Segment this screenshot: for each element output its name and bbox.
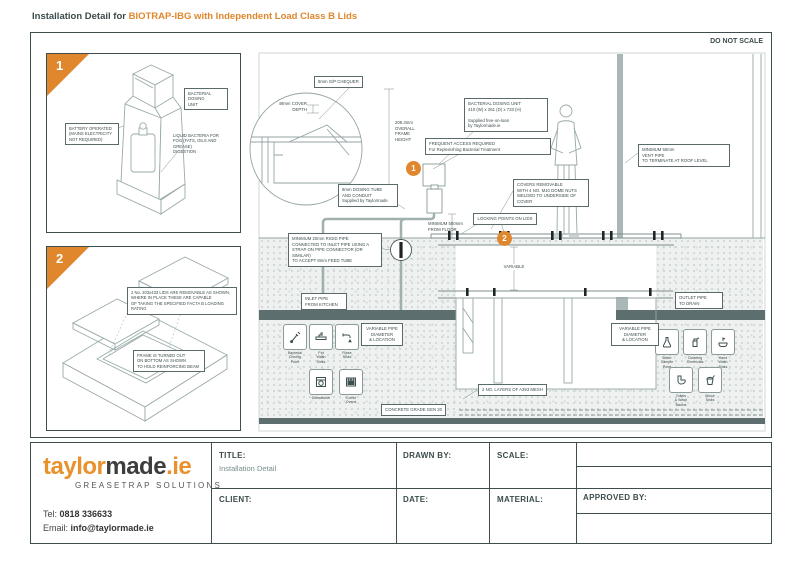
grease-trap-tank (455, 297, 657, 390)
label-p1-unit: BACTERIAL DOSING UNIT (184, 88, 228, 111)
legend-dishwasher: Dishwasher (308, 369, 334, 400)
label-frame-height: 208.3mm OVERALL FRAME HEIGHT (395, 120, 415, 142)
legend-rinse-sinks: Rinse Sinks (334, 324, 360, 360)
legend-cleaning-chemicals: Cleaning Chemicals (682, 329, 708, 365)
field-client-label: CLIENT: (219, 495, 252, 504)
phone-number: Tel: 0818 336633 (43, 509, 113, 519)
label-inlet-pipe: INLET PIPE FROM KITCHEN (301, 293, 347, 311)
label-p2-lids: 2 No. 203x433 LIDS ARE REMOVABLE AS SHOW… (127, 287, 237, 315)
detail-panel-1: 1 BACTERIAL DOSING UNIT BATTERY OPERATED… (46, 53, 241, 233)
lids-isometric (62, 256, 229, 422)
label-outlet-pipe: OUTLET PIPE TO DRAIN (675, 292, 723, 310)
combi-oven-icon (346, 377, 356, 387)
field-drawn-by-label: DRAWN BY: (403, 451, 452, 460)
label-p1-battery: BATTERY OPERATED (MAINS ELECTRICITY NOT … (65, 123, 119, 146)
label-cover-depth: 49mm COVER DEPTH (278, 101, 307, 112)
legend-pot-wash: Pot Wash Sinks (308, 324, 334, 364)
label-min-from-floor: MINIMUM 500mm FROM FLOOR (428, 221, 463, 232)
do-not-scale-note: DO NOT SCALE (710, 38, 763, 45)
title-block: taylormade.ie GREASETRAP SOLUTIONS Tel: … (30, 442, 772, 544)
label-covers-removable: COVERS REMOVABLE WITH 4 NO. M10 DOME NUT… (513, 179, 589, 208)
sluice-icon (706, 375, 715, 385)
field-approved-by-label: APPROVED BY: (583, 493, 647, 502)
cleaning-chemicals-icon (692, 337, 700, 347)
field-material-label: MATERIAL: (497, 495, 544, 504)
person-figure (550, 104, 582, 237)
label-mesh: 2 NO. LAYERS OF A393 MESH (478, 384, 547, 396)
field-scale-label: SCALE: (497, 451, 529, 460)
legend-combi-ovens: Combi Ovens (338, 369, 364, 405)
company-tagline: GREASETRAP SOLUTIONS (75, 481, 222, 490)
label-locking-points: LOCKING POINTS ON LIDS (473, 213, 537, 225)
label-variable-pipe-right: VARIABLE PIPE DIAMETER & LOCATION (611, 323, 659, 346)
legend-hand-wash: Hand Wash Sinks (710, 329, 736, 369)
company-logo: taylormade.ie (43, 453, 192, 480)
chamber-slab (438, 290, 673, 299)
detail-marker-1: 1 (406, 161, 421, 176)
email-address: Email: info@taylormade.ie (43, 523, 154, 533)
label-bacterial-dosing-unit: BACTERIAL DOSING UNIT 410 (W) x 261 (D) … (464, 98, 548, 132)
label-rigid-pipe: MINIMUM 20mm RIGID PIPE CONNECTED TO INL… (288, 233, 382, 267)
label-chequer-plate: 8mm G/P CHEQUER (314, 76, 363, 88)
label-vent-pipe: MINIMUM 50mm VENT PIPE TO TERMINATE AT R… (638, 144, 730, 167)
drawing-sheet: DO NOT SCALE (30, 32, 772, 438)
wall-dosing-unit (422, 163, 446, 214)
label-p1-liquid: LIQUID BACTERIA FOR FOG (FATS, OILS AND … (173, 133, 219, 155)
water-sample-icon (662, 337, 672, 348)
detail-marker-2: 2 (497, 231, 512, 246)
lid-bolts (448, 231, 664, 240)
dropper-icon (290, 331, 301, 343)
inlet-pipe (259, 310, 456, 320)
hand-wash-icon (718, 337, 728, 347)
rinse-tap-icon (342, 333, 352, 343)
lids-frame (430, 233, 682, 246)
label-variable-depth: VARIABLE (498, 264, 530, 270)
label-p2-frame: FRAME IS TURNED OUT ON BOTTOM AS SHOWN T… (133, 350, 205, 373)
toilet-icon (677, 375, 686, 385)
outlet-pipe (616, 310, 765, 320)
page-title: Installation Detail for BIOTRAP-IBG with… (32, 11, 357, 22)
label-concrete-grade: CONCRETE GRADE GEN 20 (381, 404, 447, 416)
label-frequent-access: FREQUENT ACCESS REQUIRED For Replenishin… (425, 138, 551, 156)
field-date-label: DATE: (403, 495, 429, 504)
cover-section-detail (250, 124, 362, 184)
page-title-product: BIOTRAP-IBG with Independent Load Class … (128, 11, 358, 22)
cross-section-drawing (249, 52, 766, 432)
legend-bacterial-dosing: Bacterial Dosing Point (282, 324, 308, 364)
detail-panel-2: 2 2 No. 203x433 LIDS ARE REMOVABLE AS SH… (46, 246, 241, 431)
label-variable-pipe-left: VARIABLE PIPE DIAMETER & LOCATION (361, 323, 403, 346)
legend-sluice-sinks: Sluice Sinks (697, 367, 723, 403)
dishwasher-icon (316, 377, 326, 387)
pot-wash-sink-icon (315, 332, 327, 340)
field-title-label: TITLE: (219, 451, 246, 460)
page-title-prefix: Installation Detail for (32, 11, 129, 22)
legend-toilets: Toilets & Wash Basins (668, 367, 694, 407)
field-title-value: Installation Detail (219, 464, 277, 473)
label-dosing-tube: 8mm DOSING TUBE AND CONDUIT Supplied by … (338, 184, 398, 207)
